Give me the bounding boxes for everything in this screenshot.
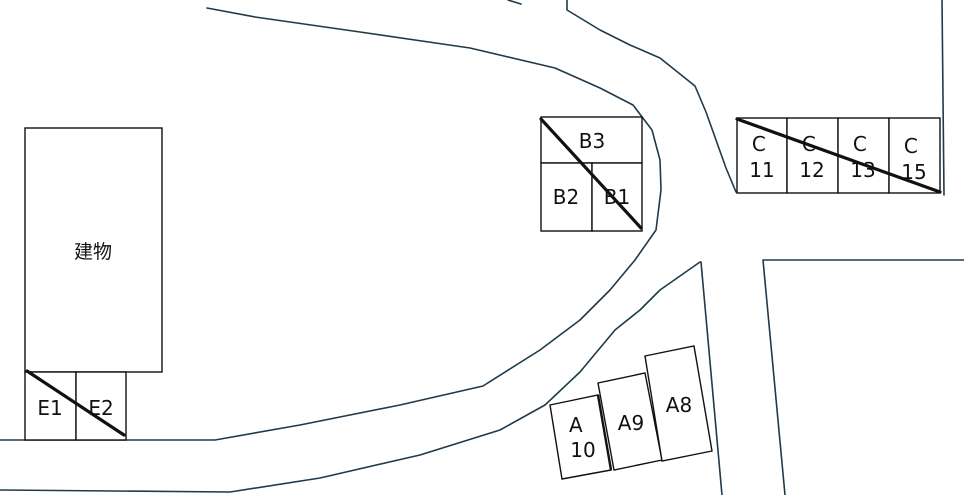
space-c12[interactable] (786, 117, 839, 194)
space-c15[interactable] (888, 117, 941, 194)
space-c11[interactable] (736, 117, 788, 194)
space-group-a: A 10 A9 A8 (549, 345, 713, 480)
space-e1-label: E1 (37, 396, 62, 420)
space-a8[interactable] (644, 345, 713, 462)
unavailable-slash-c (735, 117, 942, 194)
space-a10-a9-divider (596, 394, 613, 471)
building-label: 建物 (74, 241, 112, 263)
space-a10-label: A 10 (569, 413, 596, 462)
unavailable-slash-e (25, 369, 126, 437)
unavailable-slash-b (539, 117, 643, 230)
road-center-vertical (700, 261, 723, 495)
space-c13-label: C 13 (850, 132, 875, 182)
space-a9-label: A9 (618, 411, 644, 435)
space-b3[interactable] (540, 116, 643, 164)
space-e2[interactable] (75, 371, 127, 441)
space-e1[interactable] (24, 371, 77, 441)
space-b2-label: B2 (553, 185, 579, 209)
space-c11-label: C 11 (749, 132, 774, 182)
space-group-b: B3 B2 B1 (539, 116, 643, 232)
space-b3-label: B3 (579, 129, 605, 153)
road-right-vertical (941, 0, 945, 196)
space-group-c: C 11 C 12 C 13 C 15 (735, 117, 942, 194)
road-upper-edge (0, 7, 662, 441)
road-top-stub (507, 0, 522, 5)
road-lower-edge (0, 261, 701, 493)
road-right-block (762, 259, 964, 495)
space-b1-label: B1 (604, 185, 630, 209)
space-e2-label: E2 (88, 396, 113, 420)
space-group-e: E1 E2 (24, 369, 127, 441)
space-a8-label: A8 (666, 393, 692, 417)
building: 建物 (24, 127, 163, 373)
road-top-right-curve (566, 0, 737, 193)
